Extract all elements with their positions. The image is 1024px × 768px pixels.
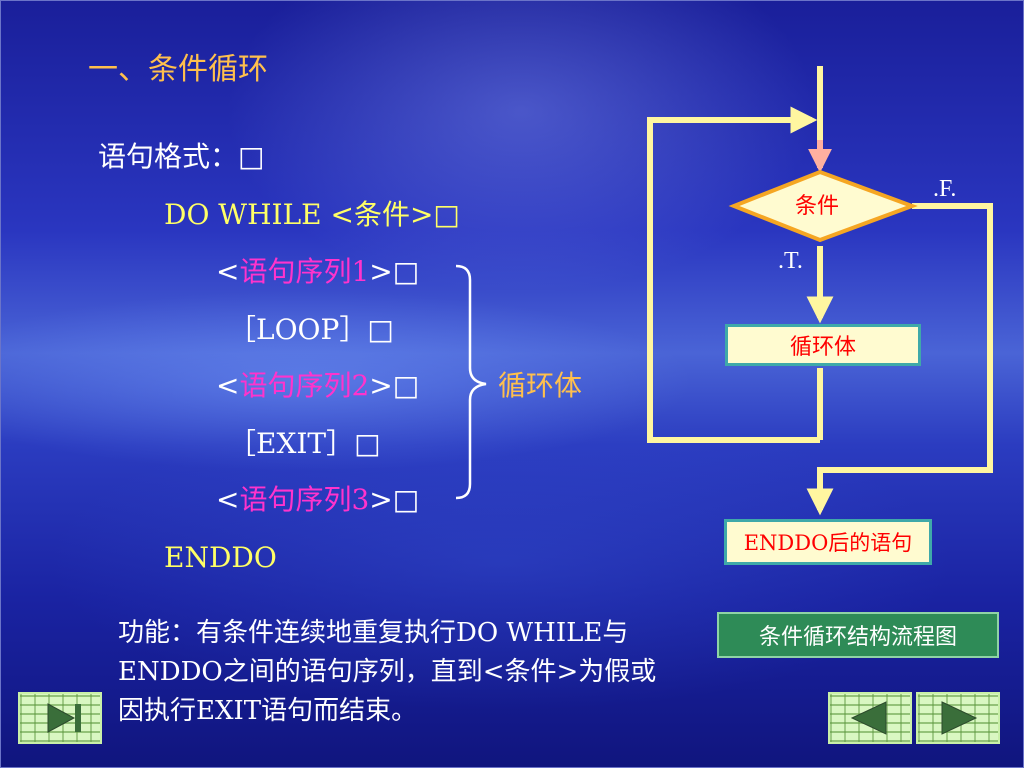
brace-label: 循环体 (498, 369, 583, 402)
condition-diamond (728, 169, 918, 243)
sequence-3-line: <语句序列3>□ (216, 483, 420, 516)
loop-body-box: 循环体 (725, 324, 921, 366)
sequence-2-line: <语句序列2>□ (216, 369, 420, 402)
flowchart-caption: 条件循环结构流程图 (717, 612, 999, 658)
true-label: .T. (778, 248, 803, 274)
page-title: 一、条件循环 (88, 52, 268, 87)
after-loop-label: ENDDO后的语句 (743, 531, 913, 555)
false-label: .F. (933, 176, 957, 202)
description-text: 功能：有条件连续地重复执行DO WHILE与ENDDO之间的语句序列，直到<条件… (118, 618, 657, 726)
condition-label: 条件 (795, 194, 840, 219)
sequence-3-label: 语句序列3 (239, 483, 370, 516)
sequence-1-line: <语句序列1>□ (216, 255, 420, 288)
next-slide-button[interactable] (916, 692, 1000, 744)
triangle-right-icon (941, 701, 978, 735)
exit-line: ［EXIT］□ (228, 427, 381, 460)
loop-body-label: 循环体 (789, 335, 856, 360)
sequence-2-label: 语句序列2 (239, 369, 370, 402)
first-slide-button[interactable] (18, 692, 102, 744)
loop-body-brace (455, 264, 487, 500)
skip-to-start-icon (47, 703, 81, 733)
do-while-line: DO WHILE <条件>□ (164, 198, 460, 231)
syntax-heading: 语句格式：□ (98, 140, 265, 173)
loop-line: ［LOOP］□ (228, 313, 394, 346)
triangle-left-icon (850, 701, 887, 735)
previous-slide-button[interactable] (828, 692, 912, 744)
after-loop-box: ENDDO后的语句 (724, 519, 932, 565)
enddo-line: ENDDO (164, 541, 277, 574)
sequence-1-label: 语句序列1 (239, 255, 370, 288)
